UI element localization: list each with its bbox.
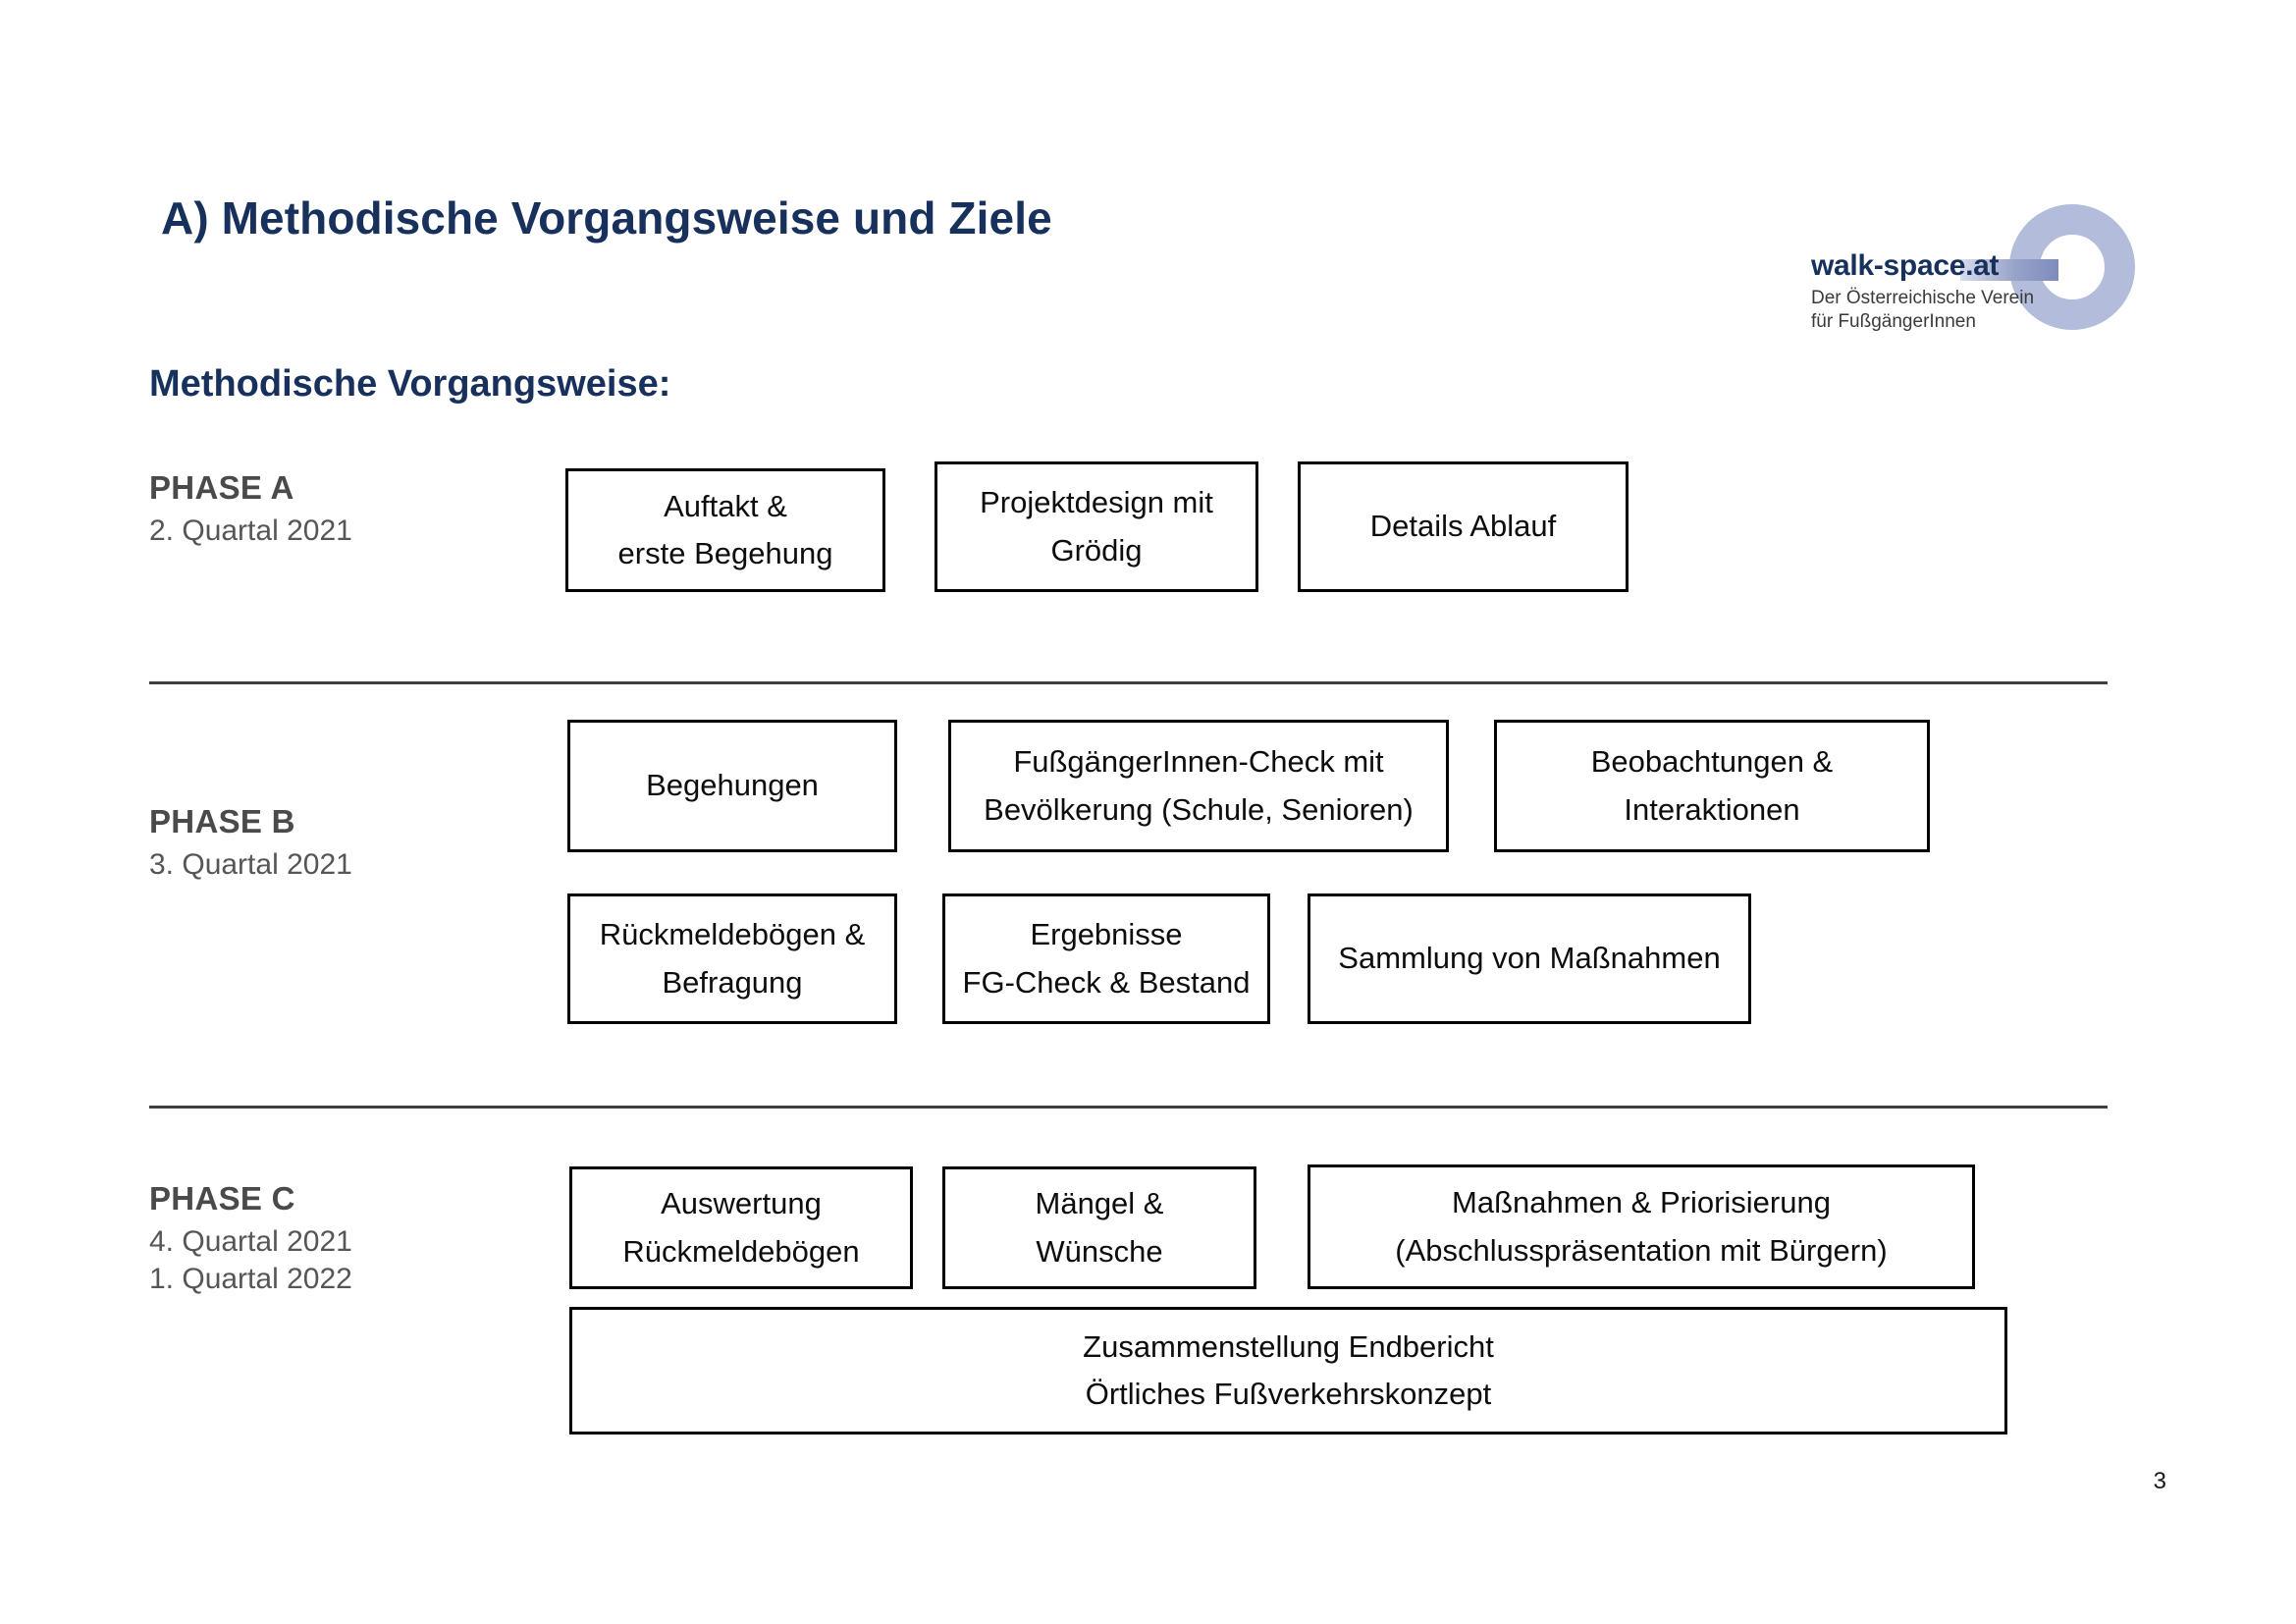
process-box-label: Sammlung von Maßnahmen	[1338, 941, 1721, 976]
process-box-label: Projektdesign mit Grödig	[980, 485, 1213, 568]
process-box-label: Auftakt & erste Begehung	[617, 488, 833, 570]
process-box[interactable]: Zusammenstellung Endbericht Örtliches Fu…	[569, 1307, 2007, 1435]
phase-a-period: 2. Quartal 2021	[149, 514, 352, 547]
process-box-label: Zusammenstellung Endbericht Örtliches Fu…	[1083, 1328, 1494, 1411]
process-box[interactable]: FußgängerInnen-Check mit Bevölkerung (Sc…	[948, 720, 1449, 852]
process-box-label: Ergebnisse FG-Check & Bestand	[962, 917, 1251, 1000]
process-box-label: Details Ablauf	[1369, 509, 1557, 544]
phase-label-c: PHASE C 4. Quartal 2021 1. Quartal 2022	[149, 1180, 542, 1299]
section-heading: Methodische Vorgangsweise:	[149, 363, 671, 405]
process-box[interactable]: Sammlung von Maßnahmen	[1308, 893, 1751, 1024]
process-box[interactable]: Rückmeldebögen & Befragung	[567, 893, 897, 1024]
process-box-label: FußgängerInnen-Check mit Bevölkerung (Sc…	[984, 744, 1414, 827]
phase-label-a: PHASE A 2. Quartal 2021	[149, 469, 542, 550]
phase-c-name: PHASE C	[149, 1180, 295, 1217]
process-box[interactable]: Projektdesign mit Grödig	[934, 461, 1258, 592]
phase-label-b: PHASE B 3. Quartal 2021	[149, 803, 542, 884]
phase-separator	[149, 1106, 2108, 1109]
walk-space-logo: walk-space.at Der Österreichische Verein…	[1811, 204, 2135, 332]
process-box-label: Mängel & Wünsche	[1035, 1186, 1164, 1269]
process-box[interactable]: Auswertung Rückmeldebögen	[569, 1166, 913, 1289]
phase-a-name: PHASE A	[149, 469, 294, 506]
process-box-label: Begehungen	[646, 768, 819, 803]
process-box[interactable]: Details Ablauf	[1298, 461, 1629, 592]
phase-separator	[149, 681, 2108, 684]
phase-b-name: PHASE B	[149, 803, 295, 839]
process-box-label: Rückmeldebögen & Befragung	[599, 917, 866, 1000]
process-box-label: Maßnahmen & Priorisierung (Abschlusspräs…	[1395, 1185, 1888, 1268]
page-number: 3	[2153, 1468, 2166, 1494]
phase-b-period: 3. Quartal 2021	[149, 848, 352, 881]
process-box[interactable]: Auftakt & erste Begehung	[565, 468, 885, 592]
process-box[interactable]: Beobachtungen & Interaktionen	[1494, 720, 1930, 852]
process-box[interactable]: Begehungen	[567, 720, 897, 852]
process-box[interactable]: Maßnahmen & Priorisierung (Abschlusspräs…	[1308, 1164, 1975, 1289]
process-box[interactable]: Ergebnisse FG-Check & Bestand	[942, 893, 1270, 1024]
logo-bar-icon	[1960, 259, 2058, 281]
logo-wordmark: walk-space.at	[1811, 249, 2000, 282]
page-title: A) Methodische Vorgangsweise und Ziele	[161, 192, 1052, 244]
logo-subtitle: Der Österreichische Verein für Fußgänger…	[1811, 288, 2035, 332]
process-box[interactable]: Mängel & Wünsche	[942, 1166, 1256, 1289]
process-box-label: Beobachtungen & Interaktionen	[1590, 744, 1834, 827]
phase-c-period: 4. Quartal 2021 1. Quartal 2022	[149, 1225, 352, 1296]
process-box-label: Auswertung Rückmeldebögen	[622, 1186, 860, 1269]
